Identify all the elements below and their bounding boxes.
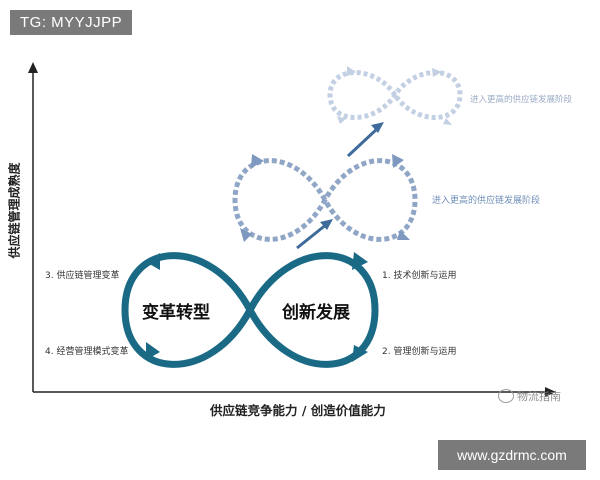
top-stage-label: 进入更高的供应链发展阶段 bbox=[470, 95, 573, 105]
y-axis-arrowhead bbox=[28, 62, 38, 73]
middle-stage-label: 进入更高的供应链发展阶段 bbox=[432, 196, 541, 206]
middle-loop-arrow-1 bbox=[251, 154, 264, 168]
right-note-1: 1. 技术创新与运用 bbox=[382, 271, 457, 281]
watermark: 物流指南 bbox=[498, 388, 561, 404]
main-loop-arrow-bottom-left bbox=[146, 342, 160, 360]
left-loop-title: 变革转型 bbox=[142, 303, 210, 323]
main-infinity-loop bbox=[121, 252, 379, 368]
middle-loop-arrow-4 bbox=[397, 230, 410, 240]
left-note-2: 4. 经营管理模式变革 bbox=[45, 347, 129, 357]
main-loop-arrow-bottom-right bbox=[352, 345, 368, 362]
top-loop-arrow-3 bbox=[337, 116, 346, 124]
top-loop-arrow-1 bbox=[347, 66, 356, 76]
middle-infinity-loop bbox=[232, 154, 418, 242]
site-banner: www.gzdrmc.com bbox=[438, 440, 586, 470]
top-infinity-loop bbox=[327, 66, 463, 125]
y-axis-label: 供应链管理成熟度 bbox=[7, 161, 22, 259]
progress-arrow-lower bbox=[296, 219, 333, 250]
tg-tag: TG: MYYJJPP bbox=[10, 10, 133, 35]
left-note-1: 3. 供应链管理变革 bbox=[45, 271, 120, 281]
top-loop-arrow-4 bbox=[443, 118, 452, 125]
top-loop-arrow-2 bbox=[432, 68, 442, 77]
x-axis-label: 供应链竞争能力 / 创造价值能力 bbox=[210, 403, 386, 418]
main-loop-arrow-top-right bbox=[352, 252, 368, 270]
main-loop-arrow-top-left bbox=[146, 253, 160, 270]
right-note-2: 2. 管理创新与运用 bbox=[382, 347, 457, 357]
middle-loop-arrow-3 bbox=[240, 228, 252, 242]
right-loop-title: 创新发展 bbox=[282, 303, 350, 323]
progress-arrow-upper bbox=[346, 122, 384, 158]
middle-loop-arrow-2 bbox=[392, 154, 404, 168]
x-axis-arrowhead bbox=[545, 387, 556, 397]
wechat-icon bbox=[498, 389, 514, 403]
